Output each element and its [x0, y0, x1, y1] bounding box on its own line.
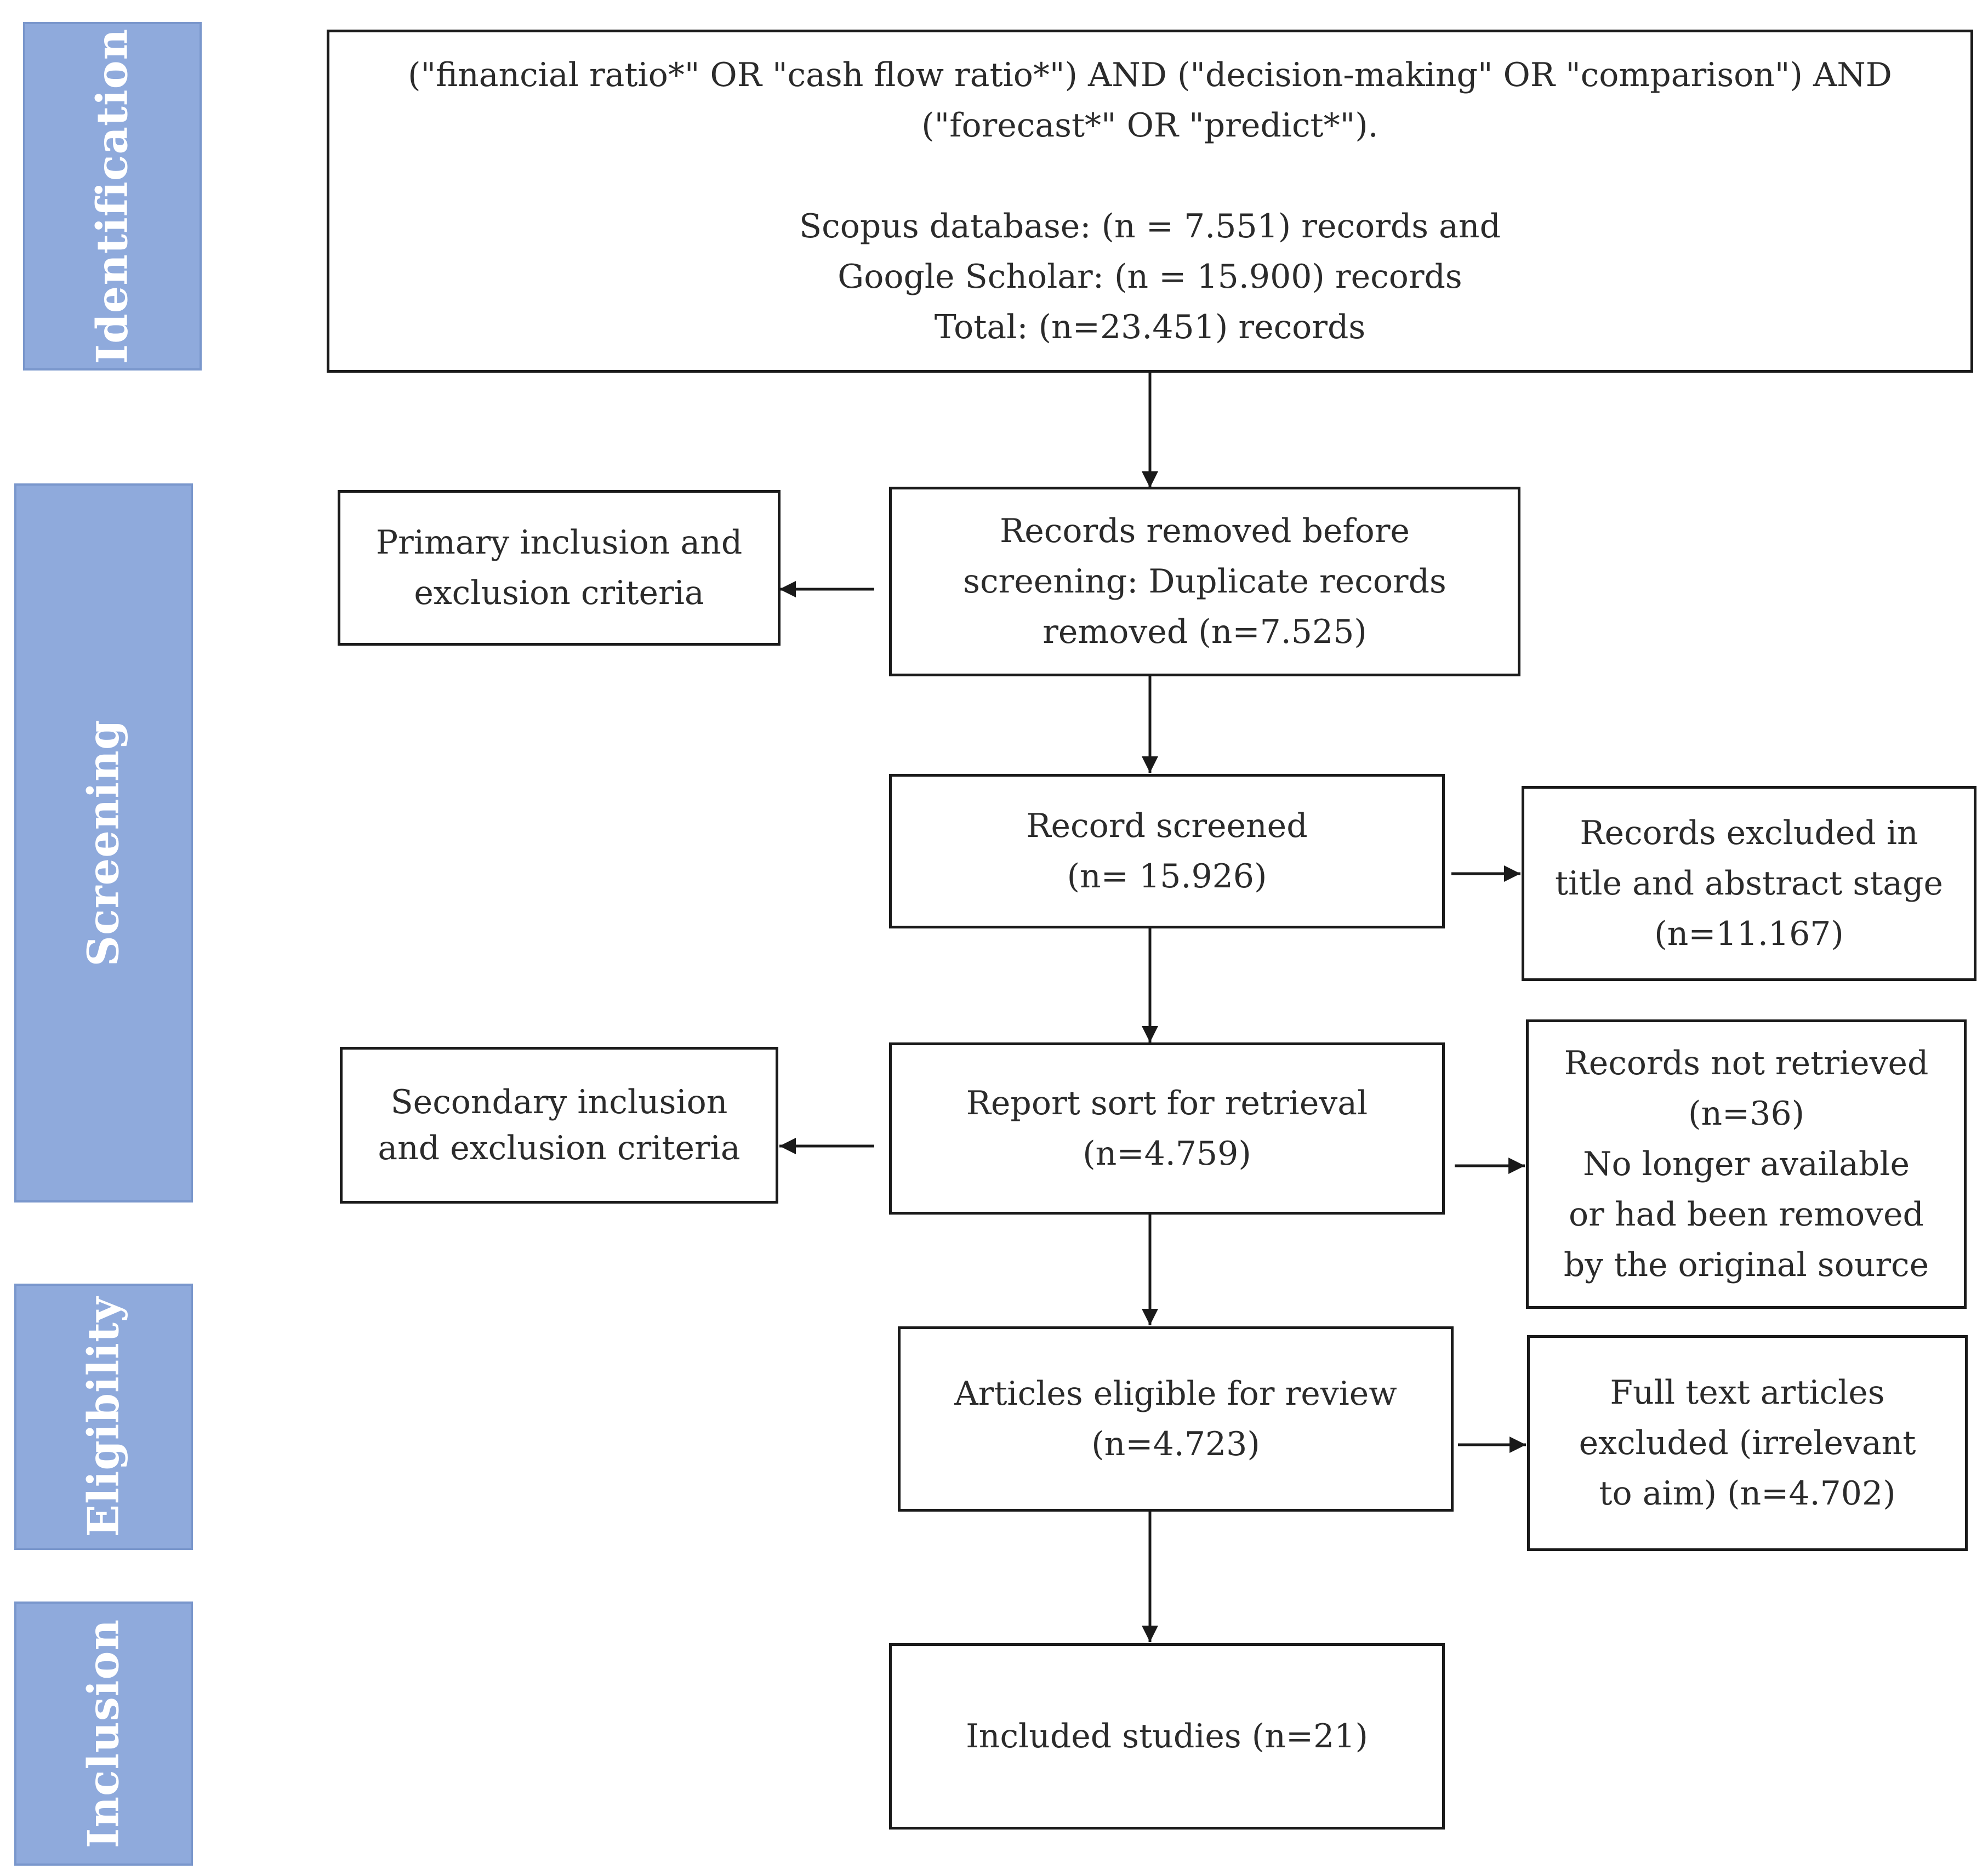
stage-inclusion: Inclusion — [14, 1602, 193, 1866]
stage-screening: Screening — [14, 483, 193, 1202]
articles-eligible-box: Articles eligible for review (n=4.723) — [898, 1326, 1454, 1512]
search-query-line2: ("forecast*" OR "predict*"). — [921, 106, 1379, 145]
articles-eligible-line2: (n=4.723) — [1091, 1425, 1260, 1463]
not-retrieved-box: Records not retrieved (n=36) No longer a… — [1526, 1019, 1967, 1309]
stage-eligibility: Eligibility — [14, 1284, 193, 1550]
not-retrieved-line5: by the original source — [1563, 1246, 1929, 1284]
included-studies-box: Included studies (n=21) — [889, 1643, 1445, 1830]
records-screened-line1: Record screened — [1026, 807, 1308, 845]
fulltext-excluded-line1: Full text articles — [1610, 1374, 1885, 1412]
duplicates-removed-line1: Records removed before — [1000, 512, 1410, 550]
primary-criteria-line1: Primary inclusion and — [375, 523, 743, 562]
excluded-title-abstract-box: Records excluded in title and abstract s… — [1522, 786, 1976, 981]
scopus-count: Scopus database: (n = 7.551) records and — [799, 207, 1501, 246]
articles-eligible-line1: Articles eligible for review — [954, 1375, 1397, 1413]
search-query-line1: ("financial ratio*" OR "cash flow ratio*… — [408, 56, 1892, 94]
duplicates-removed-line2: screening: Duplicate records — [963, 562, 1446, 601]
stage-identification: Identification — [23, 22, 202, 371]
duplicates-removed-line3: removed (n=7.525) — [1043, 613, 1367, 651]
not-retrieved-line3: No longer available — [1582, 1145, 1910, 1183]
excluded-title-line3: (n=11.167) — [1654, 915, 1844, 953]
report-retrieval-box: Report sort for retrieval (n=4.759) — [889, 1042, 1445, 1215]
report-retrieval-line2: (n=4.759) — [1083, 1135, 1251, 1173]
not-retrieved-line2: (n=36) — [1688, 1095, 1805, 1133]
secondary-criteria-line1: Secondary inclusion — [390, 1083, 728, 1121]
excluded-title-line2: title and abstract stage — [1555, 864, 1943, 903]
fulltext-excluded-line2: excluded (irrelevant — [1579, 1424, 1916, 1462]
report-retrieval-line1: Report sort for retrieval — [966, 1084, 1368, 1122]
primary-criteria-box: Primary inclusion and exclusion criteria — [338, 490, 781, 646]
duplicates-removed-box: Records removed before screening: Duplic… — [889, 487, 1520, 676]
excluded-title-line1: Records excluded in — [1580, 814, 1918, 852]
included-studies-line1: Included studies (n=21) — [966, 1717, 1368, 1756]
secondary-criteria-line2: and exclusion criteria — [378, 1129, 740, 1167]
fulltext-excluded-line3: to aim) (n=4.702) — [1599, 1474, 1896, 1513]
secondary-criteria-box: Secondary inclusion and exclusion criter… — [340, 1047, 778, 1204]
not-retrieved-line4: or had been removed — [1569, 1195, 1924, 1234]
primary-criteria-line2: exclusion criteria — [414, 574, 704, 612]
search-query-box: ("financial ratio*" OR "cash flow ratio*… — [327, 30, 1973, 373]
total-count: Total: (n=23.451) records — [934, 308, 1366, 346]
not-retrieved-line1: Records not retrieved — [1564, 1044, 1929, 1082]
fulltext-excluded-box: Full text articles excluded (irrelevant … — [1527, 1335, 1968, 1551]
scholar-count: Google Scholar: (n = 15.900) records — [838, 258, 1462, 296]
records-screened-box: Record screened (n= 15.926) — [889, 774, 1445, 928]
records-screened-line2: (n= 15.926) — [1067, 857, 1267, 896]
